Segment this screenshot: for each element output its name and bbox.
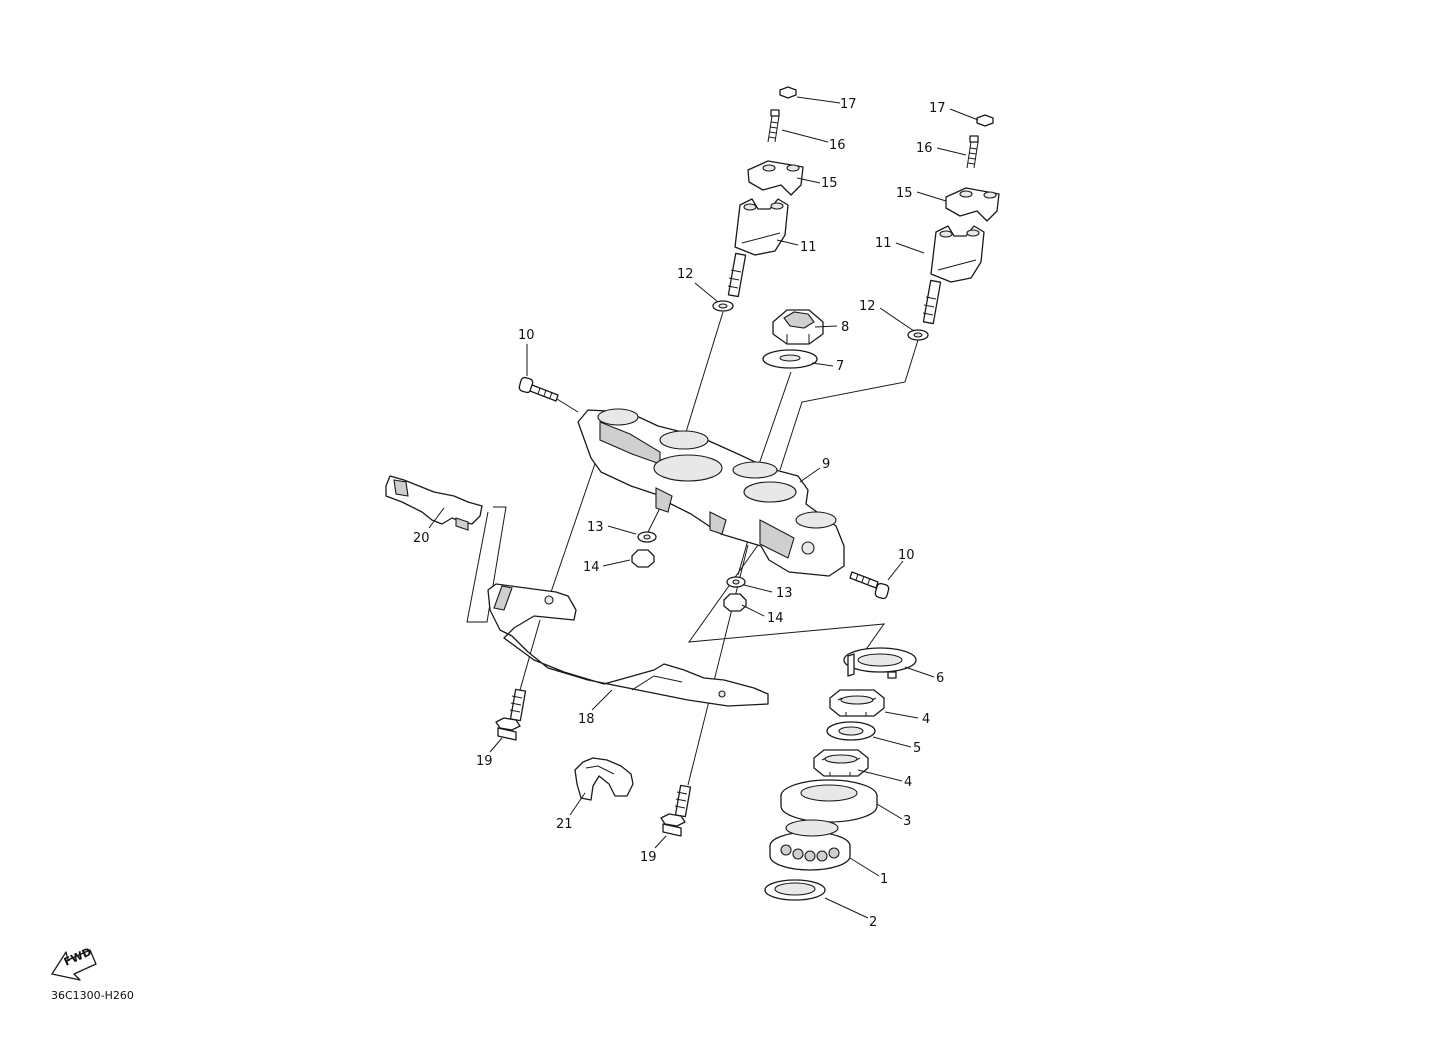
callout-16-left: 16 xyxy=(829,138,846,153)
callout-15-right: 15 xyxy=(896,186,913,201)
callout-8: 8 xyxy=(841,320,849,335)
nut-14-upper[interactable] xyxy=(631,549,655,568)
callout-12-right: 12 xyxy=(859,299,876,314)
upper-holder-15-right[interactable] xyxy=(945,187,1000,222)
callout-16-right: 16 xyxy=(916,141,933,156)
callout-13-upper: 13 xyxy=(587,520,604,535)
lower-holder-11-right[interactable] xyxy=(922,225,985,325)
ring-nut-4-upper[interactable] xyxy=(829,689,885,717)
callout-13-lower: 13 xyxy=(776,586,793,601)
drawing-code: 36C1300-H260 xyxy=(51,989,134,1002)
clamp-21[interactable] xyxy=(574,757,634,801)
callout-20: 20 xyxy=(413,531,430,546)
callout-1: 1 xyxy=(880,872,888,887)
bracket-18[interactable] xyxy=(487,583,769,707)
callout-21: 21 xyxy=(556,817,573,832)
bolt-16-right[interactable] xyxy=(966,135,979,169)
washer-13-lower[interactable] xyxy=(726,576,746,588)
bolt-10-left[interactable] xyxy=(518,376,559,402)
washer-13-upper[interactable] xyxy=(637,531,657,543)
callout-11-left: 11 xyxy=(800,240,817,255)
callout-19-left: 19 xyxy=(476,754,493,769)
callout-2: 2 xyxy=(869,915,877,930)
callout-6: 6 xyxy=(936,671,944,686)
callout-12-left: 12 xyxy=(677,267,694,282)
washer-12-left[interactable] xyxy=(712,300,734,312)
callout-4-upper: 4 xyxy=(922,712,930,727)
callout-17-right: 17 xyxy=(929,101,946,116)
steering-stem-nut-8[interactable] xyxy=(772,309,824,345)
callout-17-left: 17 xyxy=(840,97,857,112)
callout-11-right: 11 xyxy=(875,236,892,251)
callout-18: 18 xyxy=(578,712,595,727)
washer-12-right[interactable] xyxy=(907,329,929,341)
bolt-19-right[interactable] xyxy=(660,784,692,837)
ball-bearing-1[interactable] xyxy=(769,819,851,871)
lower-holder-11-left[interactable] xyxy=(727,198,789,298)
lock-washer-6[interactable] xyxy=(843,647,917,679)
callout-5: 5 xyxy=(913,741,921,756)
callout-7: 7 xyxy=(836,359,844,374)
bearing-race-3[interactable] xyxy=(780,779,878,823)
ring-nut-4-lower[interactable] xyxy=(813,749,869,777)
callout-10-left: 10 xyxy=(518,328,535,343)
callout-3: 3 xyxy=(903,814,911,829)
bolt-19-left[interactable] xyxy=(495,688,527,741)
cap-17-left[interactable] xyxy=(779,86,797,99)
dust-seal-2[interactable] xyxy=(764,879,826,901)
cable-guide-20[interactable] xyxy=(385,475,483,531)
fwd-arrow-icon: FWD xyxy=(51,945,97,981)
bolt-10-right[interactable] xyxy=(849,571,890,600)
bearing-balls xyxy=(780,844,840,862)
callout-19-right: 19 xyxy=(640,850,657,865)
upper-bracket-9[interactable] xyxy=(577,408,845,577)
callout-labels: 17 16 15 11 12 17 16 15 11 12 8 7 10 9 1… xyxy=(413,97,946,930)
bolt-16-left[interactable] xyxy=(767,109,780,143)
rubber-washer-5[interactable] xyxy=(826,721,876,741)
callout-14-upper: 14 xyxy=(583,560,600,575)
washer-7[interactable] xyxy=(762,349,818,369)
callout-9: 9 xyxy=(822,457,830,472)
upper-holder-15-left[interactable] xyxy=(747,160,804,196)
leader-lines xyxy=(428,96,979,919)
assembly-lines xyxy=(466,311,919,786)
callout-15-left: 15 xyxy=(821,176,838,191)
callout-4-lower: 4 xyxy=(904,775,912,790)
cap-17-right[interactable] xyxy=(976,114,994,127)
callout-14-lower: 14 xyxy=(767,611,784,626)
callout-10-right: 10 xyxy=(898,548,915,563)
nut-14-lower[interactable] xyxy=(723,593,747,612)
